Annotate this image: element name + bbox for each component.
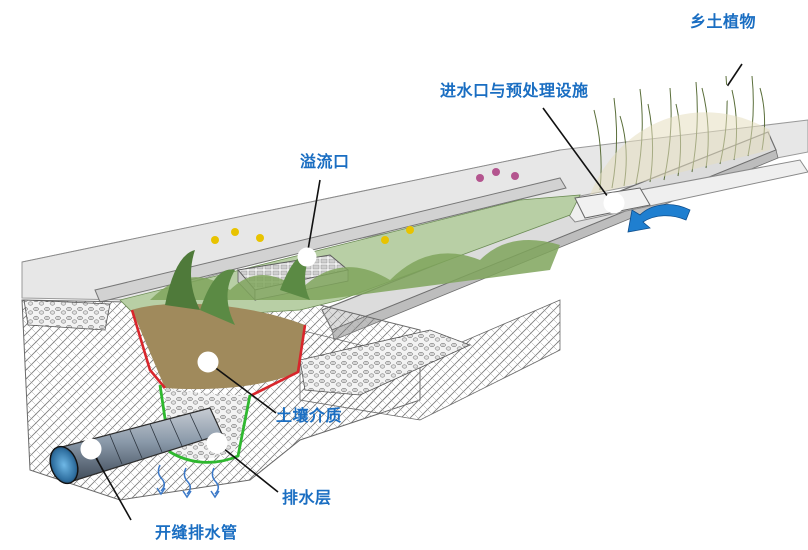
far-curb bbox=[94, 177, 567, 303]
marker-dots bbox=[80, 82, 731, 460]
label-inlet-pretreatment: 进水口与预处理设施 bbox=[440, 81, 589, 100]
label-drainage-layer: 排水层 bbox=[282, 488, 332, 507]
infiltration-arrows bbox=[156, 464, 220, 499]
label-overflow: 溢流口 bbox=[300, 152, 350, 171]
soil-media-body bbox=[132, 303, 305, 390]
gravel-base bbox=[299, 329, 472, 396]
leader-lines bbox=[90, 63, 743, 521]
label-soil-media: 土壤介质 bbox=[276, 406, 343, 425]
label-native-plants: 乡土植物 bbox=[690, 12, 757, 31]
label-slotted-pipe: 开缝排水管 bbox=[155, 523, 238, 542]
plant-cluster-mid bbox=[150, 168, 560, 325]
inflow-arrow bbox=[627, 204, 691, 233]
